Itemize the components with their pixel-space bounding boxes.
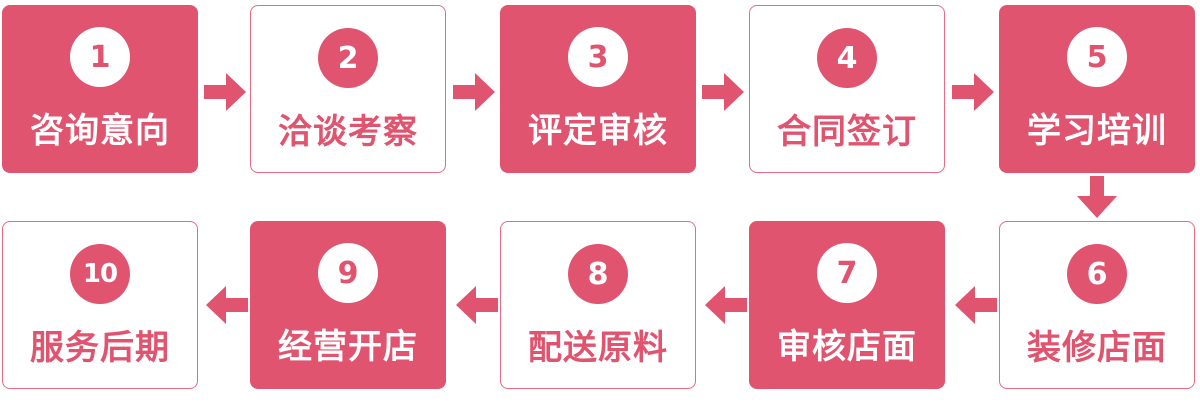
step-box-10: 10 服务后期 bbox=[2, 221, 198, 389]
step-label: 配送原料 bbox=[528, 328, 668, 368]
arrow-left-icon bbox=[456, 286, 498, 324]
step-number-badge: 9 bbox=[318, 243, 378, 303]
step-box-6: 6 装修店面 bbox=[999, 221, 1195, 389]
arrow-right-icon bbox=[453, 73, 495, 111]
step-box-1: 1 咨询意向 bbox=[2, 5, 198, 173]
step-label: 服务后期 bbox=[30, 328, 170, 368]
step-number-badge: 5 bbox=[1067, 27, 1127, 87]
step-number-badge: 3 bbox=[568, 27, 628, 87]
step-label: 咨询意向 bbox=[30, 111, 170, 151]
arrow-left-icon bbox=[705, 286, 747, 324]
arrow-left-icon bbox=[206, 286, 248, 324]
step-label: 审核店面 bbox=[777, 327, 917, 367]
arrow-left-icon bbox=[955, 286, 997, 324]
step-label: 洽谈考察 bbox=[278, 112, 418, 152]
step-label: 合同签订 bbox=[777, 112, 917, 152]
step-label: 装修店面 bbox=[1027, 328, 1167, 368]
step-box-7: 7 审核店面 bbox=[749, 221, 945, 389]
step-box-9: 9 经营开店 bbox=[250, 221, 446, 389]
step-box-4: 4 合同签订 bbox=[749, 5, 945, 173]
arrow-right-icon bbox=[204, 73, 246, 111]
step-box-5: 5 学习培训 bbox=[999, 5, 1195, 173]
step-number-badge: 6 bbox=[1067, 244, 1127, 304]
step-box-2: 2 洽谈考察 bbox=[250, 5, 446, 173]
step-number-badge: 8 bbox=[568, 244, 628, 304]
step-label: 学习培训 bbox=[1027, 111, 1167, 151]
arrow-right-icon bbox=[702, 73, 744, 111]
arrow-down-icon bbox=[1077, 176, 1117, 218]
arrow-right-icon bbox=[952, 73, 994, 111]
step-number-badge: 10 bbox=[70, 244, 130, 304]
step-number-badge: 4 bbox=[817, 28, 877, 88]
step-label: 评定审核 bbox=[528, 111, 668, 151]
step-label: 经营开店 bbox=[278, 327, 418, 367]
step-box-8: 8 配送原料 bbox=[500, 221, 696, 389]
step-number-badge: 2 bbox=[318, 28, 378, 88]
step-box-3: 3 评定审核 bbox=[500, 5, 696, 173]
step-number-badge: 1 bbox=[70, 27, 130, 87]
step-number-badge: 7 bbox=[817, 243, 877, 303]
